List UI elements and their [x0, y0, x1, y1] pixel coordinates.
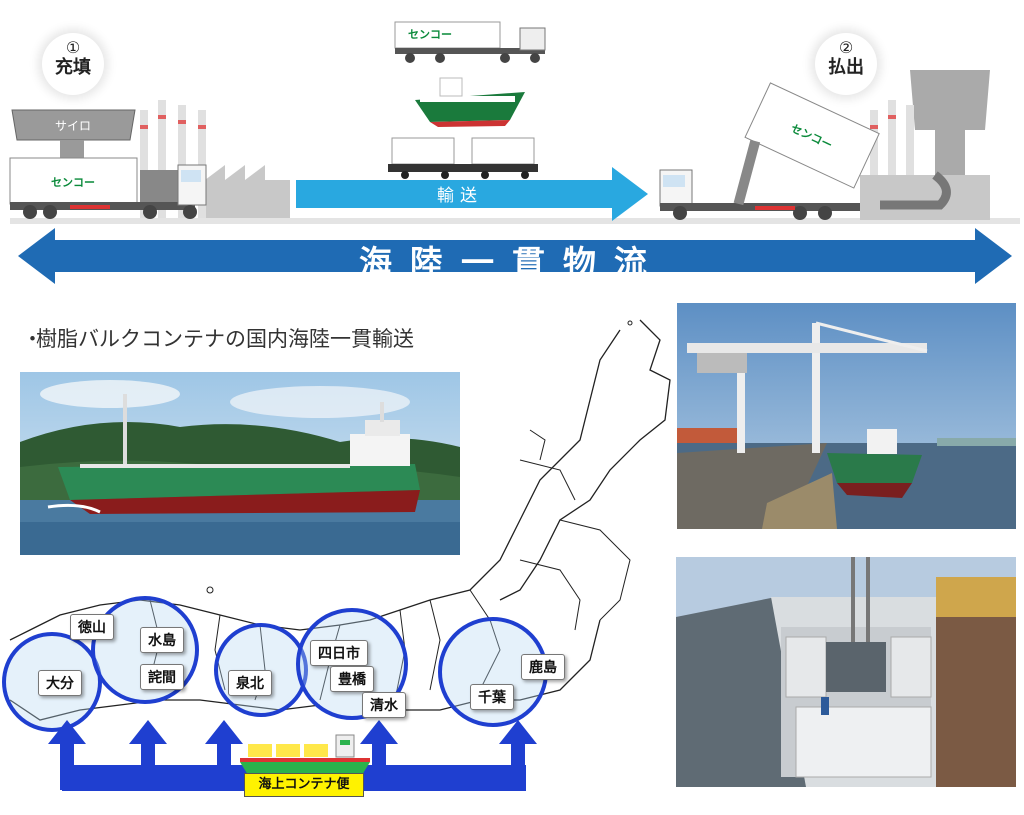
- city-label-yokkaichi: 四日市: [310, 640, 368, 666]
- city-label-mizushima: 水島: [140, 627, 184, 653]
- step-discharge-circle: ② 払出: [815, 33, 877, 95]
- ground-line: [10, 218, 1020, 224]
- factory-right-icon: [860, 70, 990, 220]
- ship-small-icon: [415, 77, 525, 127]
- truck-right-tipping-icon: センコー: [659, 82, 880, 220]
- bullet-text-line: ・樹脂バルクコンテナの国内海陸一貫輸送: [22, 323, 414, 353]
- city-label-shimizu: 清水: [362, 692, 406, 718]
- city-label-chiba: 千葉: [470, 684, 514, 710]
- map-outline-north: [499, 319, 671, 601]
- banner-label: 海陸一貫物流: [359, 243, 665, 282]
- silo-icon: サイロ: [11, 109, 136, 160]
- step-number: ①: [65, 38, 81, 57]
- city-label-tokuyama: 徳山: [70, 614, 114, 640]
- crane-port-photo: [677, 303, 1016, 529]
- city-label-oita: 大分: [38, 670, 82, 696]
- step-label: 充填: [55, 57, 91, 78]
- city-label-takuma: 詫間: [140, 664, 184, 690]
- city-label-senboku: 泉北: [228, 670, 272, 696]
- process-diagram: サイロ センコー センコー: [9, 21, 1020, 284]
- truck-left-icon: センコー: [9, 157, 207, 219]
- step-label: 払出: [828, 57, 864, 78]
- ship-photo: [20, 372, 460, 555]
- container-hold-photo: [676, 557, 1016, 787]
- transport-label: 輸送: [437, 186, 483, 206]
- factory-left-icon: [140, 100, 290, 218]
- sea-container-service-label: 海上コンテナ便: [244, 773, 364, 797]
- svg-text:センコー: センコー: [51, 176, 95, 189]
- city-label-toyohashi: 豊橋: [330, 666, 374, 692]
- transport-arrow: [296, 167, 648, 221]
- container-ship-icon: [240, 734, 370, 775]
- land-sea-banner-arrow: [18, 228, 1012, 284]
- step-number: ②: [838, 38, 854, 57]
- bullet-text: 樹脂バルクコンテナの国内海陸一貫輸送: [36, 327, 414, 351]
- step-fill-circle: ① 充填: [42, 33, 104, 95]
- top-truck-icon: センコー: [394, 21, 546, 63]
- city-label-kashima: 鹿島: [521, 654, 565, 680]
- svg-text:センコー: センコー: [408, 28, 452, 41]
- rail-car-icon: [388, 137, 538, 179]
- silo-label: サイロ: [55, 119, 91, 133]
